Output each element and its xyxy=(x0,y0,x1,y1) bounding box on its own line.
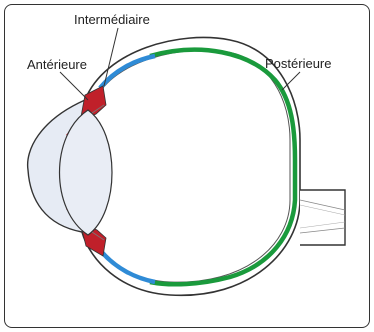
intermediate-region-bottom xyxy=(100,250,155,282)
optic-nerve xyxy=(300,190,345,245)
label-intermediaire: Intermédiaire xyxy=(74,13,150,26)
leader-line-anterieure xyxy=(60,72,88,100)
label-anterieure: Antérieure xyxy=(27,58,87,71)
posterior-region xyxy=(150,50,295,285)
label-posterieure: Postérieure xyxy=(265,57,331,70)
intermediate-region-top xyxy=(100,56,155,88)
retina-inner-contour xyxy=(92,50,290,282)
